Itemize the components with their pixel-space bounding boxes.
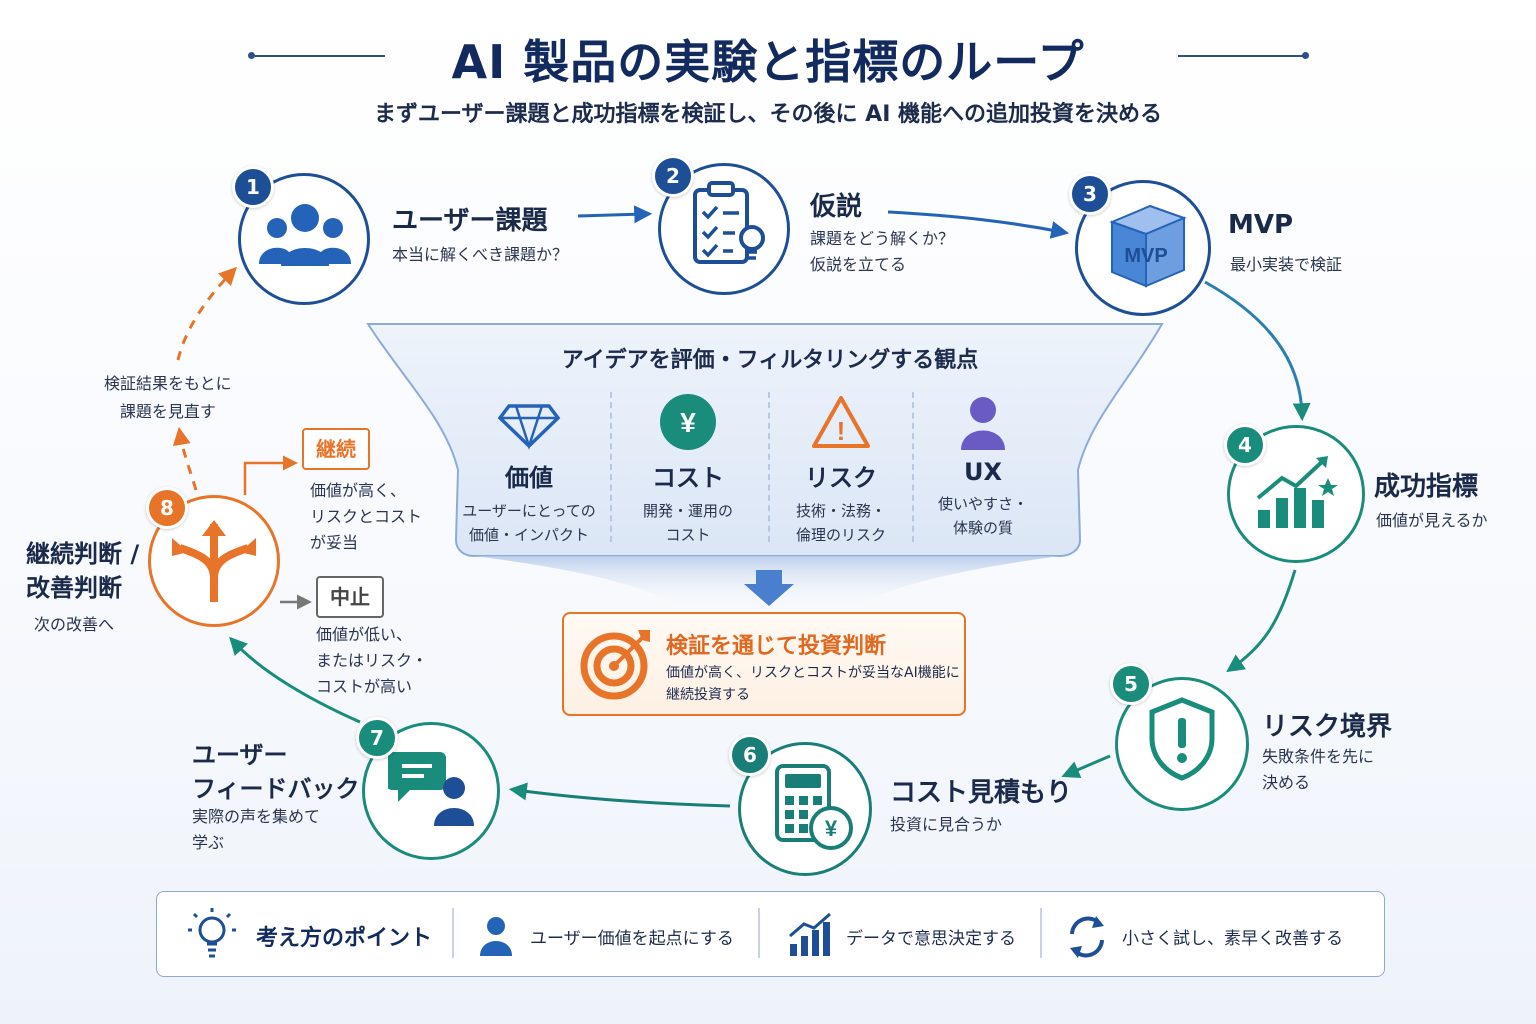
criterion-risk: ! リスク 技術・法務・ 倫理のリスク	[766, 394, 916, 547]
criterion-name: コスト	[652, 464, 724, 492]
stage-3-number: 3	[1069, 173, 1111, 215]
lightbulb-icon	[188, 908, 236, 958]
chat-user-icon	[388, 752, 474, 826]
users-icon	[259, 204, 351, 266]
growth-chart-icon	[1256, 456, 1338, 528]
stage-1-desc: 本当に解くべき課題か？	[392, 245, 569, 264]
split-arrows-icon	[172, 520, 256, 602]
stage-2-desc: 課題をどう解くか？ 仮説を立てる	[810, 229, 955, 274]
stage-2-number: 2	[652, 155, 694, 197]
stage-6-title: コスト見積もり	[890, 778, 1073, 808]
svg-text:¥: ¥	[680, 407, 696, 438]
key-points-title: 考え方のポイント	[256, 926, 433, 951]
connector-7-8	[229, 636, 361, 724]
key-point-1: ユーザー価値を起点にする	[530, 929, 734, 949]
stage-8-title: 継続判断 / 改善判断	[26, 540, 140, 602]
connector-5-6	[1061, 754, 1111, 779]
key-point-3: 小さく試し、素早く改善する	[1122, 929, 1343, 949]
title-decoration	[248, 51, 255, 59]
criteria-divider	[912, 392, 914, 542]
stage-5-title: リスク境界	[1262, 712, 1393, 742]
stage-7-number: 7	[356, 717, 398, 759]
criterion-value: 価値 ユーザーにとっての 価値・インパクト	[454, 394, 604, 547]
feedback-note: 検証結果をもとに 課題を見直す	[104, 374, 232, 421]
warning-icon: !	[812, 396, 870, 448]
stage-6-number: 6	[729, 734, 771, 776]
criterion-name: 価値	[505, 464, 553, 492]
criterion-cost: ¥ コスト 開発・運用の コスト	[613, 394, 763, 547]
connector-6-7	[508, 782, 731, 808]
criterion-desc: 開発・運用の コスト	[642, 502, 733, 544]
stage-1-title: ユーザー課題	[392, 206, 548, 236]
connector-3-4	[1204, 280, 1311, 422]
continue-arrow	[243, 455, 298, 495]
stop-desc: 価値が低い、 またはリスク・ コストが高い	[316, 625, 428, 696]
user-icon	[480, 917, 512, 956]
stage-7-title: ユーザー フィードバック	[192, 741, 360, 803]
stage-4-number: 4	[1224, 424, 1266, 466]
cycle-icon	[1070, 916, 1104, 958]
criterion-name: UX	[964, 458, 1002, 486]
stage-4-title: 成功指標	[1374, 472, 1479, 502]
stage-3-desc: 最小実装で検証	[1230, 255, 1343, 274]
criterion-desc: 技術・法務・ 倫理のリスク	[795, 502, 886, 544]
criteria-divider	[610, 392, 612, 542]
connector-2-3	[887, 210, 1070, 239]
stage-5-number: 5	[1110, 663, 1152, 705]
user-icon	[961, 397, 1005, 450]
stage-5-desc: 失敗条件を先に 決める	[1262, 747, 1375, 792]
yen-coin-icon: ¥	[660, 394, 716, 450]
stop-badge: 中止	[316, 576, 384, 618]
criterion-name: リスク	[805, 464, 877, 492]
connector-4-5	[1226, 569, 1297, 673]
stage-8-number: 8	[146, 487, 188, 529]
title-decoration	[1302, 51, 1309, 59]
mvp-box-icon: MVP	[1109, 204, 1187, 288]
connector-1-2	[577, 205, 653, 224]
footer-divider	[758, 908, 760, 958]
title-decoration	[255, 55, 385, 57]
target-icon	[580, 630, 650, 700]
stage-7-desc: 実際の声を集めて 学ぶ	[192, 807, 321, 852]
funnel-title: アイデアを評価・フィルタリングする観点	[561, 348, 979, 373]
calculator-yen-icon: ¥	[775, 764, 853, 850]
criterion-desc: 使いやすさ・ 体験の質	[937, 495, 1028, 537]
page-subtitle: まずユーザー課題と成功指標を検証し、その後に AI 機能への追加投資を決める	[373, 102, 1163, 127]
funnel-down-arrow	[744, 570, 794, 606]
page-title: AI 製品の実験と指標のループ	[451, 35, 1085, 89]
svg-text:¥: ¥	[825, 816, 838, 841]
investment-title: 検証を通じて投資判断	[666, 634, 887, 659]
continue-badge: 継続	[302, 428, 370, 470]
key-points-panel	[156, 891, 1385, 977]
stage-3-title: MVP	[1228, 210, 1294, 240]
key-point-2: データで意思決定する	[846, 929, 1016, 949]
diamond-icon	[497, 404, 561, 451]
stage-8-desc: 次の改善へ	[34, 615, 115, 634]
stage-1-circle	[238, 173, 370, 305]
stage-6-desc: 投資に見合うか	[890, 815, 1003, 834]
criteria-divider	[768, 392, 770, 542]
feedback-arrow-upper	[176, 266, 237, 361]
title-decoration	[1178, 55, 1303, 57]
criterion-ux: UX 使いやすさ・ 体験の質	[908, 394, 1058, 540]
footer-divider	[452, 908, 454, 958]
footer-divider	[1040, 908, 1042, 958]
stage-1-number: 1	[232, 166, 274, 208]
stage-4-desc: 価値が見えるか	[1376, 511, 1488, 530]
bar-chart-icon	[789, 912, 831, 956]
shield-alert-icon	[1149, 697, 1215, 781]
checklist-bulb-icon	[693, 181, 765, 264]
feedback-arrow-lower	[172, 426, 198, 491]
stage-2-title: 仮説	[810, 192, 863, 222]
continue-desc: 価値が高く、 リスクとコスト が妥当	[310, 481, 423, 552]
investment-desc: 価値が高く、リスクとコストが妥当なAI機能に 継続投資する	[666, 665, 960, 703]
svg-text:!: !	[837, 416, 846, 446]
criterion-desc: ユーザーにとっての 価値・インパクト	[462, 502, 596, 544]
svg-text:MVP: MVP	[1124, 245, 1167, 267]
